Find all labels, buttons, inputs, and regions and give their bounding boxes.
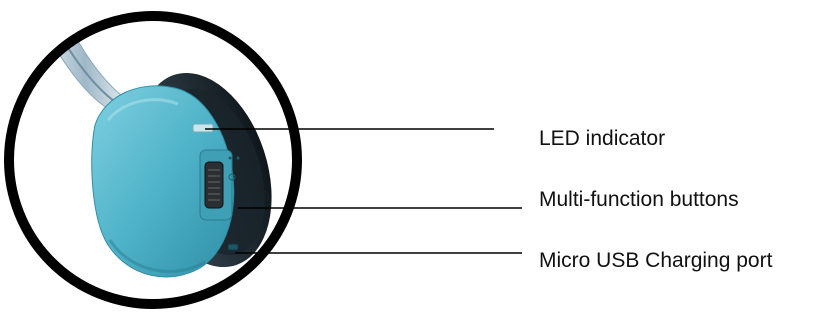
micro-usb-port-label: Micro USB Charging port xyxy=(539,250,772,271)
headphone-earcup-image xyxy=(40,10,295,284)
multi-function-buttons-label: Multi-function buttons xyxy=(539,189,739,210)
micro-usb-port xyxy=(228,244,238,250)
multi-function-buttons xyxy=(205,162,223,208)
led-indicator-label: LED indicator xyxy=(539,128,665,149)
led-indicator xyxy=(193,124,213,132)
